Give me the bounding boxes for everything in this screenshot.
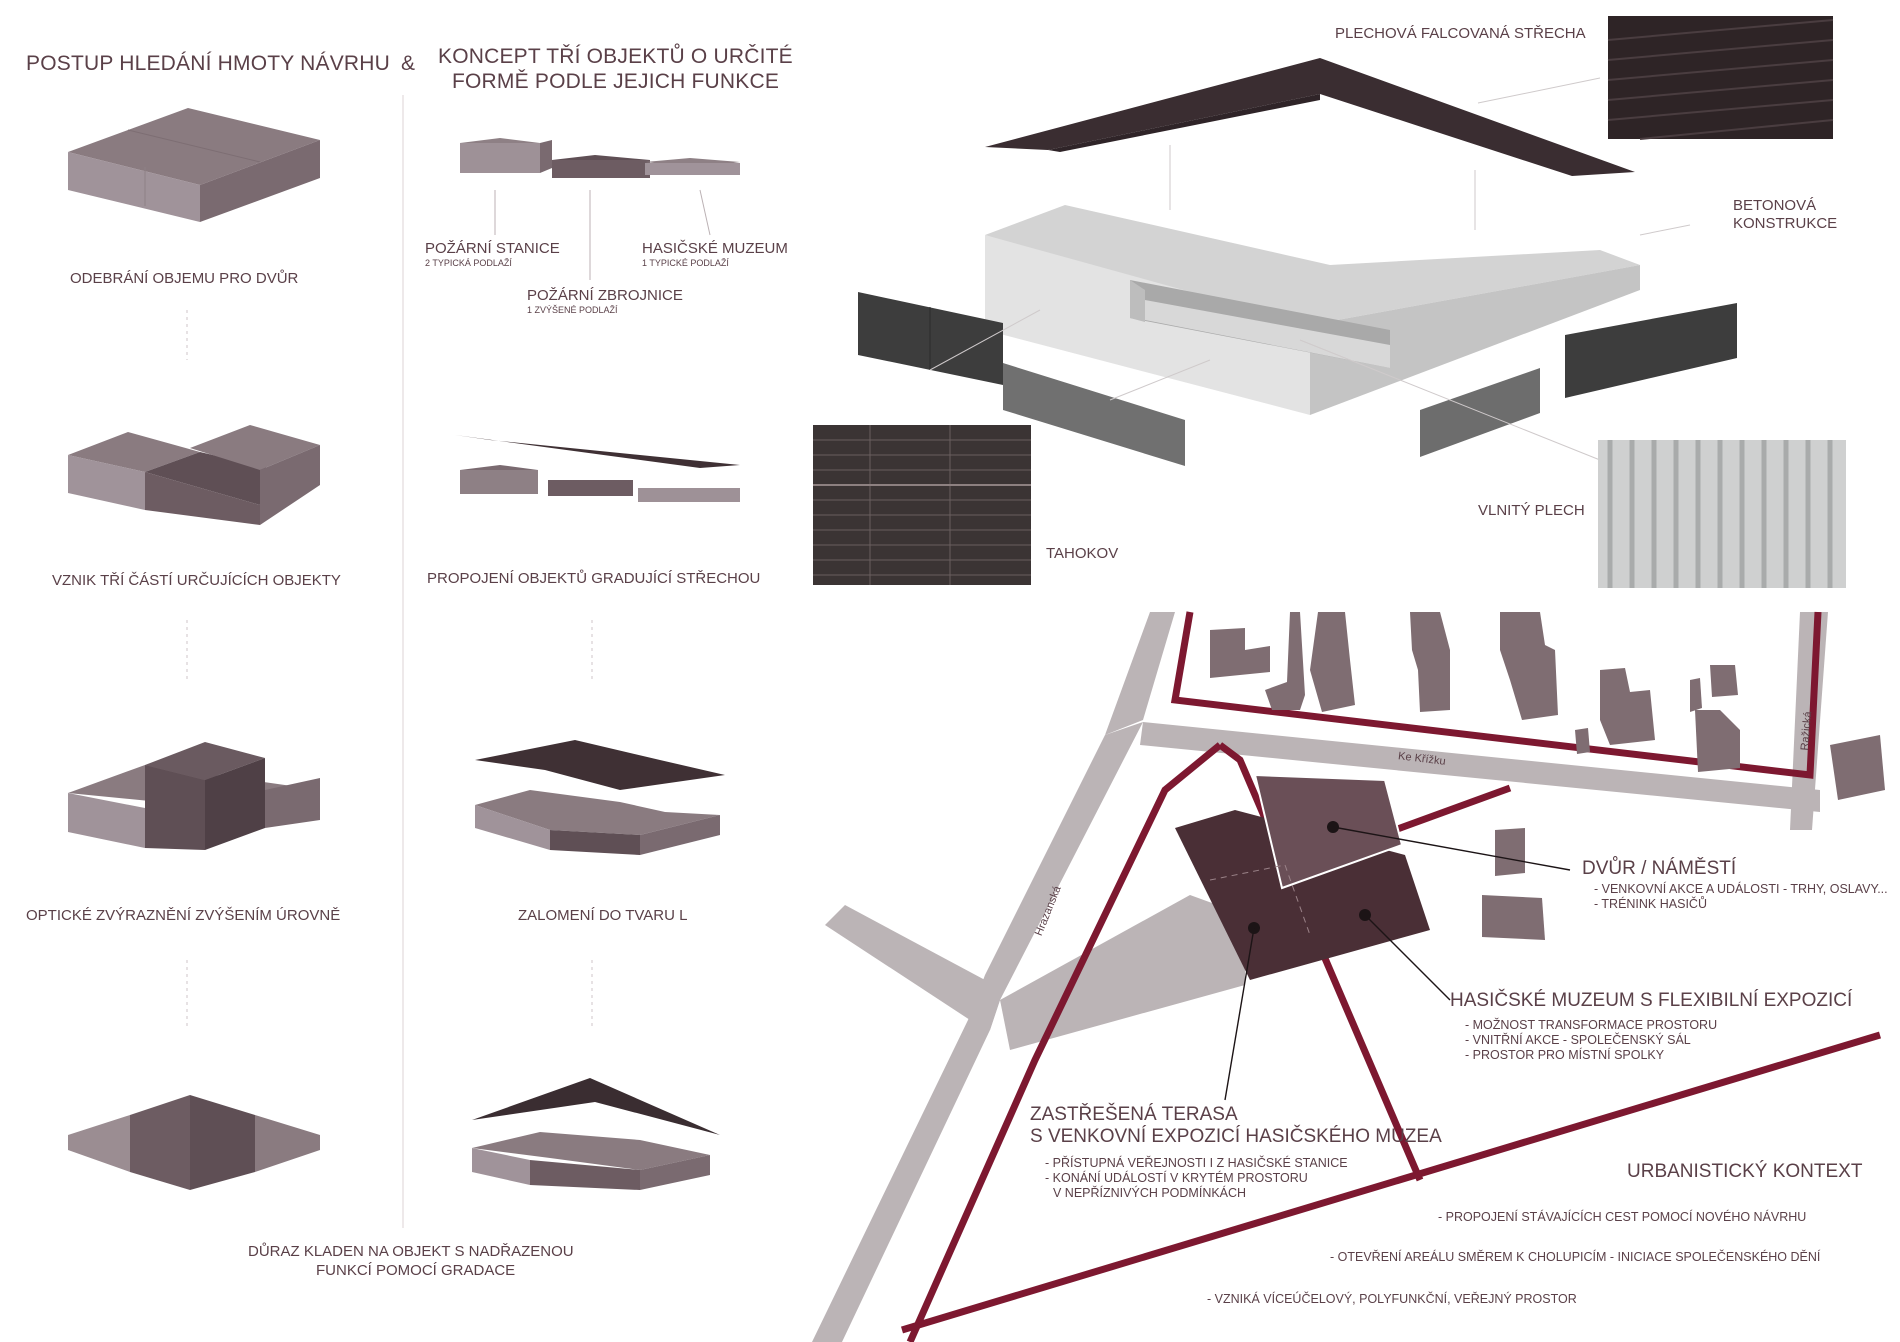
map-leaders bbox=[1224, 826, 1571, 1101]
mesh-label: TAHOKOV bbox=[1046, 545, 1119, 562]
concrete-structure bbox=[985, 205, 1640, 415]
concrete-label-line-1: BETONOVÁ bbox=[1733, 197, 1817, 214]
proposed-building bbox=[1175, 773, 1430, 980]
roads bbox=[812, 612, 1828, 1342]
leader-line bbox=[929, 309, 1041, 371]
existing-buildings bbox=[1210, 612, 1885, 940]
museum-bullet-1: - MOŽNOST TRANSFORMACE PROSTORU bbox=[1465, 1018, 1718, 1032]
roof-material-label: PLECHOVÁ FALCOVANÁ STŘECHA bbox=[1335, 25, 1586, 42]
step-1-label: ODEBRÁNÍ OBJEMU PRO DVŮR bbox=[70, 270, 299, 287]
ampersand: & bbox=[401, 52, 416, 75]
concept-fire-station-sub: 2 TYPICKÁ PODLAŽÍ bbox=[425, 258, 512, 268]
museum-bullet-2: - VNITŘNÍ AKCE - SPOLEČENSKÝ SÁL bbox=[1465, 1033, 1691, 1047]
step-4-label-line-2: FUNKCÍ POMOCÍ GRADACE bbox=[316, 1262, 516, 1279]
corrugated-label: VLNITÝ PLECH bbox=[1478, 502, 1585, 519]
urban-context-bullet-3: - VZNIKÁ VÍCEÚČELOVÝ, POLYFUNKČNÍ, VEŘEJ… bbox=[1207, 1292, 1577, 1306]
concept-armory-sub: 1 ZVÝŠENÉ PODLAŽÍ bbox=[527, 305, 618, 315]
terrace-title-line-1: ZASTŘEŠENÁ TERASA bbox=[1030, 1104, 1238, 1125]
step-2-label: VZNIK TŘÍ ČÁSTÍ URČUJÍCÍCH OBJEKTY bbox=[52, 572, 341, 589]
concept-step-3-label: ZALOMENÍ DO TVARU L bbox=[518, 907, 688, 924]
mesh-panel-b bbox=[1565, 303, 1737, 398]
concept-armory-label: POŽÁRNÍ ZBROJNICE bbox=[527, 287, 683, 304]
leader-line bbox=[1639, 224, 1691, 236]
mesh-swatch bbox=[813, 425, 1031, 585]
concept-roof-connect bbox=[455, 435, 740, 502]
title-mass-search: POSTUP HLEDÁNÍ HMOTY NÁVRHU bbox=[26, 52, 391, 75]
yard-title: DVŮR / NÁMĚSTÍ bbox=[1582, 858, 1737, 879]
concept-final-roof bbox=[472, 1078, 720, 1190]
museum-bullet-3: - PROSTOR PRO MÍSTNÍ SPOLKY bbox=[1465, 1048, 1665, 1062]
terrace-bullet-2: - KONÁNÍ UDÁLOSTÍ V KRYTÉM PROSTORU bbox=[1045, 1171, 1308, 1185]
urban-context-bullet-1: - PROPOJENÍ STÁVAJÍCÍCH CEST POMOCÍ NOVÉ… bbox=[1438, 1210, 1807, 1224]
terrace-title-line-2: S VENKOVNÍ EXPOZICÍ HASIČSKÉHO MUZEA bbox=[1030, 1126, 1442, 1147]
step-3-label: OPTICKÉ ZVÝRAZNĚNÍ ZVÝŠENÍM ÚROVNĚ bbox=[26, 907, 341, 924]
yard-bullet-2: - TRÉNINK HASIČŮ bbox=[1594, 897, 1707, 911]
mass-step-1 bbox=[68, 108, 320, 222]
concept-step-2-label: PROPOJENÍ OBJEKTŮ GRADUJÍCÍ STŘECHOU bbox=[427, 570, 761, 587]
route-lines bbox=[900, 611, 1882, 1342]
leader-line bbox=[1477, 77, 1601, 104]
concrete-label-line-2: KONSTRUKCE bbox=[1733, 215, 1838, 232]
exploded-roof bbox=[985, 58, 1635, 176]
mesh-panel bbox=[858, 292, 1003, 385]
mass-step-3 bbox=[68, 742, 320, 850]
concept-museum-label: HASIČSKÉ MUZEUM bbox=[642, 240, 788, 257]
concept-volumes bbox=[460, 138, 740, 280]
mass-step-4 bbox=[68, 1095, 320, 1190]
concept-museum-sub: 1 TYPICKÉ PODLAŽÍ bbox=[642, 258, 729, 268]
leader-line bbox=[1109, 359, 1211, 401]
urban-context-title: URBANISTICKÝ KONTEXT bbox=[1627, 1161, 1863, 1182]
concept-l-shape bbox=[475, 740, 725, 855]
roof-swatch bbox=[1607, 16, 1834, 140]
concept-fire-station-label: POŽÁRNÍ STANICE bbox=[425, 240, 560, 257]
mass-step-2 bbox=[68, 425, 320, 525]
museum-title: HASIČSKÉ MUZEUM S FLEXIBILNÍ EXPOZICÍ bbox=[1450, 990, 1853, 1011]
title-concept-line-1: KONCEPT TŘÍ OBJEKTŮ O URČITÉ bbox=[438, 45, 793, 68]
corrugated-panel-a bbox=[1003, 363, 1185, 466]
yard-bullet-1: - VENKOVNÍ AKCE A UDÁLOSTI - TRHY, OSLAV… bbox=[1594, 882, 1888, 896]
title-concept-line-2: FORMĚ PODLE JEJICH FUNKCE bbox=[452, 70, 780, 93]
terrace-bullet-1: - PŘÍSTUPNÁ VEŘEJNOSTI I Z HASIČSKÉ STAN… bbox=[1045, 1156, 1348, 1170]
urban-context-bullet-2: - OTEVŘENÍ AREÁLU SMĚREM K CHOLUPICÍM - … bbox=[1330, 1250, 1821, 1264]
terrace-bullet-3: V NEPŘÍZNIVÝCH PODMÍNKÁCH bbox=[1053, 1186, 1247, 1200]
corrugated-swatch bbox=[1598, 440, 1846, 588]
step-4-label-line-1: DŮRAZ KLADEN NA OBJEKT S NADŘAZENOU bbox=[248, 1243, 574, 1260]
leader-line bbox=[1299, 339, 1601, 461]
